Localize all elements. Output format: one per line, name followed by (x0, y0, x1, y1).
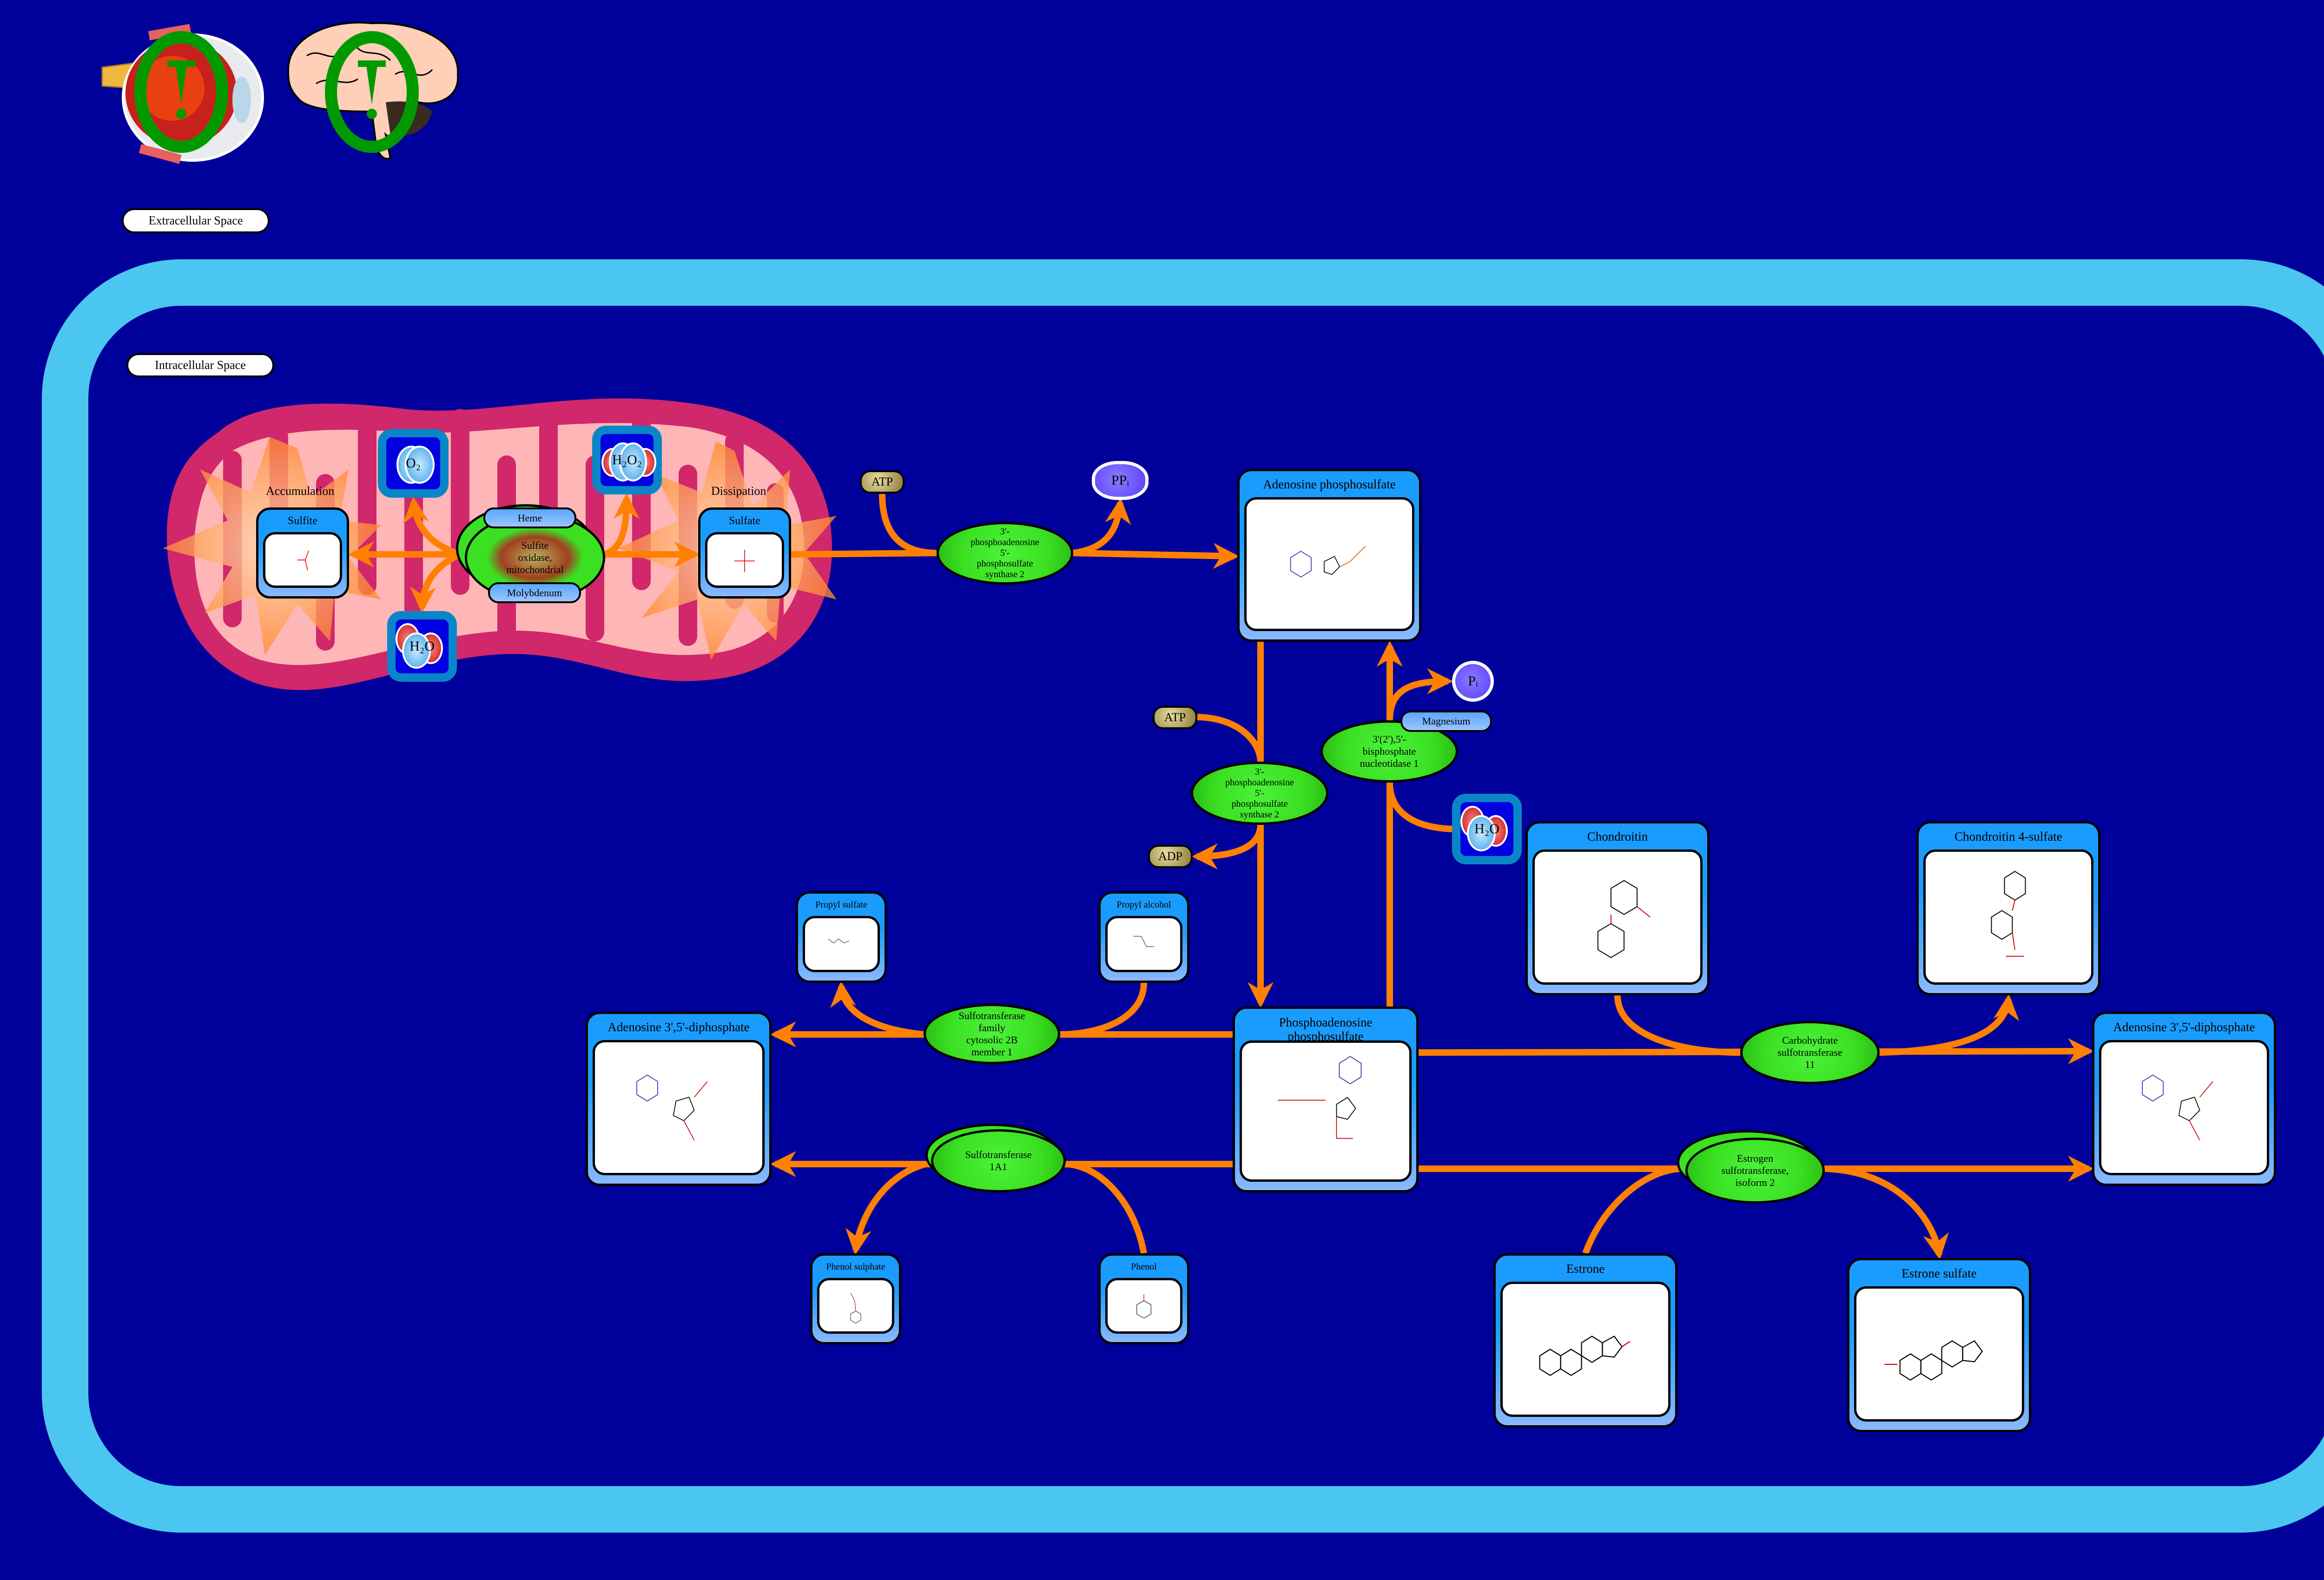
edge-estrone-sulfate (1824, 1165, 1949, 1260)
edge-ppi (1072, 497, 1131, 556)
estrone-structure (1539, 1335, 1631, 1376)
h2o2-node[interactable]: H₂O₂ (592, 426, 662, 494)
edge-estrone (1582, 1165, 1680, 1255)
estrone-sulfate-structure (1884, 1340, 1983, 1381)
chondroitin-4-sulfate-node[interactable]: Chondroitin 4-sulfate (1916, 821, 2100, 995)
h2o-cyto-node[interactable]: H₂O (1452, 794, 1522, 864)
paps-title: Phosphoadenosine phosphosulfate (1279, 1015, 1373, 1043)
sult1a1-label: Sulfotransferase 1A1 (965, 1149, 1032, 1172)
phenol-structure (1136, 1294, 1152, 1319)
edge-phenol-sulphate (845, 1161, 926, 1256)
ppi-node[interactable]: PPᵢ (1092, 461, 1149, 500)
o2-label: O₂ (405, 455, 421, 471)
paps-synthase-2-enzyme-top[interactable]: 3'- phosphoadenosine 5'- phosphosulfate … (937, 522, 1073, 585)
edge-atp2 (1197, 714, 1264, 763)
pap-left-node[interactable]: Adenosine 3',5'-diphosphate (586, 1012, 772, 1186)
edge-h2o-mito (409, 551, 462, 613)
h2o-cyto-label: H₂O (1474, 821, 1499, 836)
phenol-sulphate-title: Phenol sulphate (826, 1262, 885, 1272)
chondroitin-title: Chondroitin (1587, 830, 1648, 843)
estrone-sulfate-title: Estrone sulfate (1901, 1266, 1977, 1280)
cell-membrane (42, 259, 2324, 1533)
estrogen-sulfotransferase-label: Estrogen sulfotransferase, isoform 2 (1721, 1152, 1789, 1188)
chondroitin-4-sulfate-title: Chondroitin 4-sulfate (1954, 830, 2062, 843)
estrone-node[interactable]: Estrone (1493, 1253, 1677, 1428)
sulfite-node[interactable]: Sulfite (256, 507, 349, 599)
phenol-node[interactable]: Phenol (1098, 1253, 1189, 1344)
pap-right-structure (2142, 1074, 2213, 1141)
pap-left-structure (636, 1074, 708, 1141)
edge-sulfate-paps-synthase (790, 550, 937, 558)
accumulation-label: Accumulation (266, 484, 335, 498)
chondroitin-node[interactable]: Chondroitin (1525, 821, 1710, 995)
heme-cofactor[interactable]: Heme (483, 507, 576, 528)
aps-structure (1290, 546, 1366, 578)
edge-propyl-alcohol (1059, 982, 1147, 1038)
sulfate-structure (734, 550, 755, 573)
sulfite-structure (297, 550, 309, 571)
estrogen-sulfotransferase-enzyme[interactable]: Estrogen sulfotransferase, isoform 2 (1685, 1138, 1825, 1204)
propyl-sulfate-structure (828, 938, 849, 943)
propyl-alcohol-structure (1133, 936, 1155, 947)
edge-o2 (403, 496, 462, 558)
atp-node-1[interactable]: ATP (860, 470, 905, 494)
edge-pi (1386, 668, 1453, 721)
extracellular-space-label: Extracellular Space (122, 208, 270, 233)
edge-atp1 (879, 494, 937, 556)
intracellular-space-label: Intracellular Space (126, 353, 274, 377)
edge-propyl-sulfate (830, 981, 924, 1038)
sult1a1-enzyme[interactable]: Sulfotransferase 1A1 (931, 1129, 1066, 1192)
chondroitin-structure (1597, 880, 1651, 958)
propyl-sulfate-title: Propyl sulfate (815, 900, 867, 910)
edge-chondroitin-4-sulfate (1879, 994, 2020, 1056)
sulfite-title: Sulfite (288, 515, 317, 527)
phenol-sulphate-node[interactable]: Phenol sulphate (810, 1253, 901, 1344)
paps-synthase-2-enzyme-bottom[interactable]: 3'- phosphoadenosine 5'- phosphosulfate … (1191, 762, 1328, 825)
eye-tissue-icon (93, 19, 279, 167)
estrone-title: Estrone (1566, 1262, 1605, 1276)
h2o2-label: H₂O₂ (612, 452, 642, 467)
propyl-alcohol-title: Propyl alcohol (1116, 900, 1171, 910)
pap-right-title: Adenosine 3',5'-diphosphate (2113, 1020, 2255, 1034)
propyl-alcohol-node[interactable]: Propyl alcohol (1098, 891, 1189, 983)
nucleotidase-enzyme[interactable]: 3'(2'),5'- bisphosphate nucleotidase 1 (1320, 720, 1458, 783)
chst11-enzyme[interactable]: Carbohydrate sulfotransferase 11 (1740, 1021, 1880, 1084)
aps-title: Adenosine phosphosulfate (1263, 477, 1396, 491)
pap-left-title: Adenosine 3',5'-diphosphate (607, 1020, 750, 1034)
o2-node[interactable]: O₂ (378, 429, 449, 498)
estrone-sulfate-node[interactable]: Estrone sulfate (1847, 1258, 2031, 1432)
dissipation-label: Dissipation (711, 484, 766, 498)
magnesium-cofactor[interactable]: Magnesium (1400, 711, 1492, 732)
sulfite-oxidase-label: Sulfite oxidase, mitochondrial (506, 540, 564, 575)
sult2b1-label: Sulfotransferase family cytosolic 2B mem… (958, 1010, 1025, 1058)
edge-h2o-cyto (1386, 782, 1452, 832)
edge-adp (1191, 824, 1264, 869)
sult2b1-enzyme[interactable]: Sulfotransferase family cytosolic 2B mem… (924, 1004, 1060, 1064)
sulfate-title: Sulfate (729, 515, 760, 527)
edge-h2o2 (603, 493, 640, 558)
edge-chondroitin (1614, 995, 1741, 1056)
edge-to-aps (1072, 543, 1240, 569)
pi-node[interactable]: Pᵢ (1452, 661, 1494, 702)
chst11-label: Carbohydrate sulfotransferase 11 (1777, 1034, 1842, 1070)
aps-node[interactable]: Adenosine phosphosulfate (1237, 469, 1421, 642)
paps-structure (1278, 1056, 1362, 1139)
propyl-sulfate-node[interactable]: Propyl sulfate (796, 891, 887, 983)
h2o-mito-label: H₂O (409, 639, 435, 654)
phenol-sulphate-structure (850, 1293, 861, 1324)
brain-tissue-icon (279, 19, 465, 167)
nucleotidase-label: 3'(2'),5'- bisphosphate nucleotidase 1 (1360, 733, 1419, 769)
sulfate-node[interactable]: Sulfate (698, 507, 791, 599)
pap-right-node[interactable]: Adenosine 3',5'-diphosphate (2092, 1012, 2276, 1186)
paps-node[interactable]: Phosphoadenosine phosphosulfate (1233, 1007, 1419, 1192)
h2o-mito-node[interactable]: H₂O (387, 611, 457, 682)
paps-synthase-2-label-bottom: 3'- phosphoadenosine 5'- phosphosulfate … (1225, 766, 1294, 820)
paps-synthase-2-label-top: 3'- phosphoadenosine 5'- phosphosulfate … (971, 527, 1039, 579)
edge-phenol (1064, 1161, 1147, 1254)
atp-node-2[interactable]: ATP (1153, 706, 1197, 729)
adp-node[interactable]: ADP (1148, 845, 1193, 868)
phenol-title: Phenol (1131, 1262, 1157, 1272)
molybdenum-cofactor[interactable]: Molybdenum (488, 582, 581, 603)
chondroitin-4-sulfate-structure (1991, 870, 2026, 957)
